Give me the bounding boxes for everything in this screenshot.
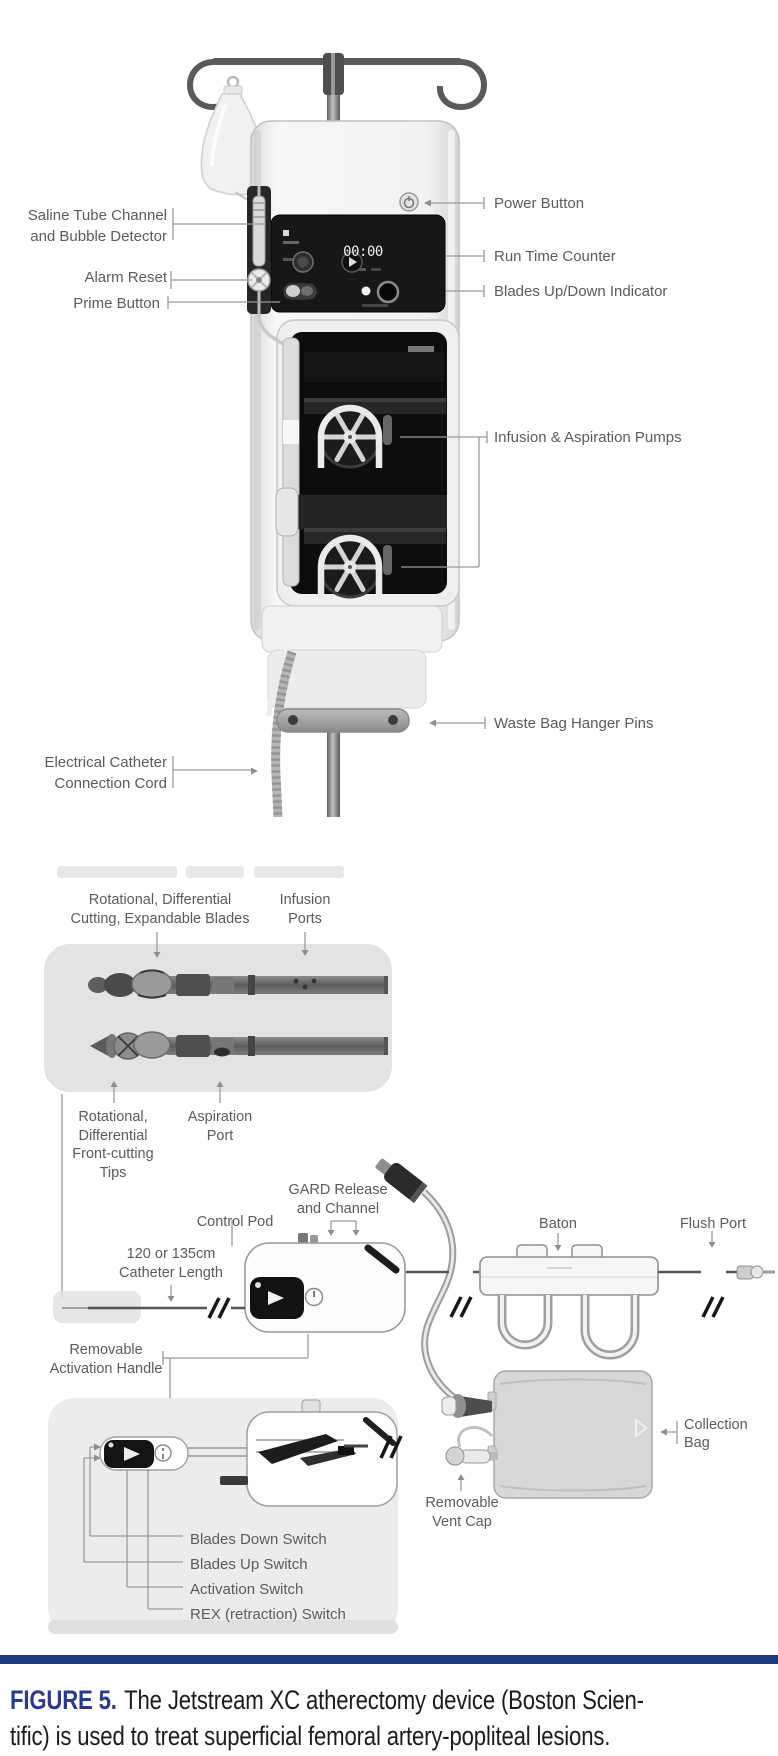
label-blades-down-switch: Blades Down Switch — [190, 1531, 327, 1548]
tips-leader-lines — [61, 932, 306, 1298]
label-pumps: Infusion & Aspiration Pumps — [494, 429, 682, 446]
label-power-button: Power Button — [494, 195, 585, 212]
console-leader-arrowheads — [251, 199, 436, 775]
label-waste-pins: Waste Bag Hanger Pins — [494, 715, 654, 732]
collection-bag — [441, 1370, 653, 1499]
label-activation-handle: Removable Activation Handle — [49, 1342, 163, 1377]
control-pod — [244, 1233, 406, 1333]
label-expandable-blades: Rotational, Differential Cutting, Expand… — [70, 892, 250, 927]
label-alarm-reset: Alarm Reset — [84, 269, 167, 286]
label-prime-button: Prime Button — [73, 295, 160, 312]
label-collection-bag: Collection Bag — [684, 1417, 748, 1451]
vent-cap — [445, 1426, 498, 1466]
catheter-shaft — [53, 1291, 245, 1323]
waste-bag-hanger — [276, 708, 410, 733]
catheter-expandable-blades — [88, 969, 388, 999]
inset-pod-detail — [220, 1399, 403, 1507]
control-panel — [270, 214, 446, 313]
figure-caption: FIGURE 5.The Jetstream XC atherectomy de… — [10, 1682, 777, 1754]
inset-activation-handle — [99, 1436, 247, 1471]
label-vent-cap: Removable Vent Cap — [425, 1495, 499, 1530]
tips-leader-arrowheads — [110, 950, 309, 1087]
console-lower-bracket — [261, 605, 443, 709]
saline-bag — [200, 75, 267, 205]
figure-caption-line1: The Jetstream XC atherectomy device (Bos… — [124, 1685, 644, 1715]
label-blades-up-switch: Blades Up Switch — [190, 1556, 308, 1573]
label-front-cutting-tips: Rotational, Differential Front-cutting T… — [72, 1109, 154, 1181]
label-saline-channel: Saline Tube Channel and Bubble Detector — [27, 207, 167, 245]
label-activation-switch: Activation Switch — [190, 1581, 304, 1598]
baton — [406, 1244, 659, 1360]
label-flush-port: Flush Port — [679, 1216, 747, 1232]
label-gard-release: GARD Release and Channel — [288, 1182, 388, 1217]
power-button — [399, 192, 419, 212]
infusion-pump-rotor — [317, 404, 392, 469]
aspiration-pump-rotor — [317, 534, 392, 599]
figure-caption-line2: tific) is used to treat superficial femo… — [10, 1721, 611, 1751]
label-connection-cord: Electrical Catheter Connection Cord — [44, 754, 167, 792]
connector-cable — [375, 1158, 459, 1402]
faded-text-row — [57, 866, 344, 878]
pump-bay — [257, 315, 460, 607]
label-blades-indicator: Blades Up/Down Indicator — [494, 283, 668, 300]
console-leader-lines — [167, 197, 488, 788]
divider-bar — [0, 1655, 778, 1664]
label-baton: Baton — [539, 1216, 577, 1232]
label-run-time-counter: Run Time Counter — [494, 248, 616, 265]
schematic-leader-lines — [162, 1220, 713, 1491]
switch-leader-arrowheads — [94, 1443, 101, 1462]
catheter-front-cutting — [90, 1031, 388, 1060]
tips-panel — [44, 944, 392, 1092]
run-time-display: 00:00 — [343, 244, 383, 260]
saline-channel-bubble-detector — [247, 186, 271, 318]
label-aspiration-port: Aspiration Port — [187, 1109, 253, 1144]
figure-caption-label: FIGURE 5. — [10, 1685, 117, 1715]
label-catheter-length: 120 or 135cm Catheter Length — [119, 1246, 223, 1281]
label-control-pod: Control Pod — [196, 1214, 274, 1230]
flush-port — [658, 1265, 775, 1318]
label-rex-switch: REX (retraction) Switch — [190, 1606, 346, 1623]
label-infusion-ports: Infusion Ports — [279, 892, 331, 927]
